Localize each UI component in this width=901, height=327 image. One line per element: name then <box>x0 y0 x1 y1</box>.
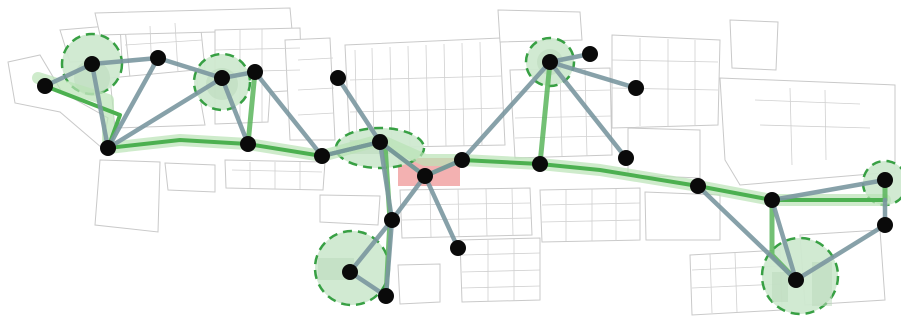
network-node[interactable] <box>240 136 256 152</box>
network-node[interactable] <box>450 240 466 256</box>
lot-line <box>754 87 871 166</box>
base-map <box>7 7 896 316</box>
network-node[interactable] <box>532 156 548 172</box>
network-node[interactable] <box>150 50 166 66</box>
parcel-block <box>399 187 533 239</box>
network-link <box>319 139 383 159</box>
lot-line <box>401 187 532 238</box>
lot-line <box>349 75 504 113</box>
network-link <box>377 139 428 179</box>
network-link <box>695 183 799 283</box>
network-nodes <box>37 46 893 304</box>
network-link <box>155 55 225 81</box>
network-node[interactable] <box>247 64 263 80</box>
lot-line <box>354 41 483 147</box>
network-link <box>547 59 629 161</box>
network-link <box>377 139 395 223</box>
network-link <box>769 177 888 203</box>
network-node[interactable] <box>378 288 394 304</box>
parcel-block <box>344 37 506 149</box>
network-link <box>347 217 395 275</box>
network-node[interactable] <box>384 212 400 228</box>
network-link <box>219 75 251 147</box>
network-node[interactable] <box>342 264 358 280</box>
corridor-branch <box>537 59 553 167</box>
lot-lines <box>124 22 871 314</box>
parcel-block <box>644 191 721 241</box>
network-node[interactable] <box>877 217 893 233</box>
network-node[interactable] <box>417 168 433 184</box>
network-links <box>42 51 888 299</box>
lot-line <box>461 239 541 301</box>
lot-line <box>541 189 641 241</box>
parcel-block <box>94 159 161 233</box>
parcel-block <box>319 194 381 226</box>
network-link <box>335 75 383 145</box>
network-node[interactable] <box>542 54 558 70</box>
network-link <box>89 61 111 151</box>
network-node[interactable] <box>877 172 893 188</box>
parcel-block <box>397 263 441 305</box>
hub-green-space <box>772 272 788 302</box>
parcel-block <box>611 34 721 129</box>
parcel-block <box>539 187 641 243</box>
parcel-block <box>719 77 896 186</box>
network-node[interactable] <box>84 56 100 72</box>
hub-green-space <box>812 262 832 306</box>
network-node[interactable] <box>764 192 780 208</box>
network-link <box>89 55 161 67</box>
corridor-branch <box>245 69 258 147</box>
network-node[interactable] <box>454 152 470 168</box>
parcel-block <box>729 19 779 71</box>
network-link <box>459 59 553 163</box>
network-node[interactable] <box>330 70 346 86</box>
network-node[interactable] <box>788 272 804 288</box>
network-node[interactable] <box>582 46 598 62</box>
lot-line <box>231 162 323 189</box>
parcel-block <box>497 9 583 43</box>
lot-line <box>514 68 612 157</box>
network-node[interactable] <box>100 140 116 156</box>
parcel-block <box>164 162 216 193</box>
network-link <box>42 61 95 89</box>
network-link <box>769 197 799 283</box>
network-node[interactable] <box>690 178 706 194</box>
network-link <box>422 173 461 251</box>
parcel-block <box>459 237 541 303</box>
network-node[interactable] <box>37 78 53 94</box>
network-link <box>383 217 395 299</box>
network-link <box>547 59 639 91</box>
network-link <box>793 222 888 283</box>
network-link <box>105 75 225 151</box>
network-node[interactable] <box>314 148 330 164</box>
lot-line <box>297 57 335 116</box>
network-link <box>389 173 428 223</box>
network-node[interactable] <box>214 70 230 86</box>
network-node[interactable] <box>628 80 644 96</box>
lot-line <box>691 252 782 314</box>
network-node[interactable] <box>372 134 388 150</box>
network-link <box>105 55 161 151</box>
network-link <box>252 69 325 159</box>
network-node[interactable] <box>618 150 634 166</box>
